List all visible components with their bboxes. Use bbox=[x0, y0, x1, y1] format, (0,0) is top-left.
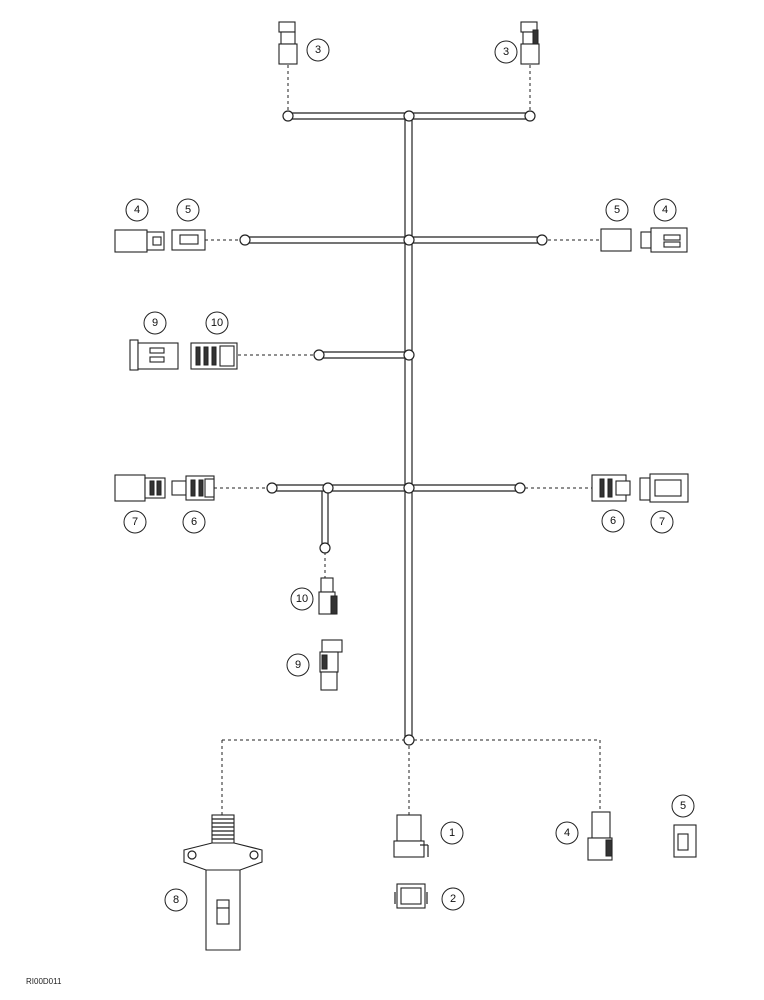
junction-node bbox=[319, 542, 331, 554]
connector-7-left bbox=[114, 474, 166, 502]
junction-node bbox=[313, 349, 325, 361]
junction-node bbox=[322, 482, 334, 494]
connector-7-right bbox=[639, 473, 689, 503]
harness-trunk bbox=[404, 117, 413, 740]
junction-node bbox=[403, 734, 415, 746]
second-branch bbox=[205, 234, 601, 246]
svg-text:10: 10 bbox=[296, 593, 308, 605]
svg-text:9: 9 bbox=[152, 317, 158, 329]
connector-4-bottom bbox=[587, 811, 613, 861]
connector-5-bottom bbox=[673, 824, 697, 858]
connector-10-mid bbox=[318, 577, 338, 615]
connector-8-plug bbox=[183, 814, 263, 951]
junction-node bbox=[403, 110, 415, 122]
third-branch bbox=[238, 349, 415, 361]
svg-text:2: 2 bbox=[450, 893, 456, 905]
callout-5-left: 5 bbox=[176, 198, 200, 222]
svg-text:5: 5 bbox=[680, 800, 686, 812]
connector-5-left bbox=[171, 229, 206, 251]
junction-node bbox=[282, 110, 294, 122]
connector-6-right bbox=[591, 474, 631, 502]
callout-6-right: 6 bbox=[601, 509, 625, 533]
connector-9-top bbox=[129, 339, 179, 371]
svg-text:10: 10 bbox=[211, 317, 223, 329]
svg-text:5: 5 bbox=[185, 204, 191, 216]
svg-text:4: 4 bbox=[662, 204, 668, 216]
top-branch bbox=[282, 65, 536, 122]
svg-text:5: 5 bbox=[614, 204, 620, 216]
connector-4-left bbox=[114, 229, 165, 253]
callout-2: 2 bbox=[441, 887, 465, 911]
connector-5-right bbox=[600, 228, 632, 252]
callout-4-left: 4 bbox=[125, 198, 149, 222]
svg-text:7: 7 bbox=[132, 516, 138, 528]
callout-10-mid: 10 bbox=[290, 587, 314, 611]
callout-10-top: 10 bbox=[205, 311, 229, 335]
connector-1 bbox=[393, 814, 429, 858]
connector-3-left bbox=[278, 21, 298, 65]
svg-text:7: 7 bbox=[659, 516, 665, 528]
callout-7-left: 7 bbox=[123, 510, 147, 534]
junction-node bbox=[239, 234, 251, 246]
svg-text:1: 1 bbox=[449, 827, 455, 839]
callout-8: 8 bbox=[164, 888, 188, 912]
junction-node bbox=[403, 349, 415, 361]
connector-4-right bbox=[640, 227, 688, 253]
svg-text:9: 9 bbox=[295, 659, 301, 671]
junction-node bbox=[524, 110, 536, 122]
connector-9-mid bbox=[319, 639, 343, 691]
callout-3-right: 3 bbox=[494, 40, 518, 64]
callout-1: 1 bbox=[440, 821, 464, 845]
svg-text:4: 4 bbox=[134, 204, 140, 216]
callout-9-top: 9 bbox=[143, 311, 167, 335]
junction-node bbox=[403, 234, 415, 246]
callout-5-bottom: 5 bbox=[671, 794, 695, 818]
junction-node bbox=[536, 234, 548, 246]
svg-text:4: 4 bbox=[564, 827, 570, 839]
svg-text:6: 6 bbox=[610, 515, 616, 527]
junction-node bbox=[266, 482, 278, 494]
svg-text:3: 3 bbox=[315, 44, 321, 56]
callout-9-mid: 9 bbox=[286, 653, 310, 677]
connector-3-right bbox=[520, 21, 540, 65]
figure-reference: RI00D011 bbox=[26, 977, 62, 986]
callout-4-bottom: 4 bbox=[555, 821, 579, 845]
svg-text:3: 3 bbox=[503, 46, 509, 58]
callout-4-right: 4 bbox=[653, 198, 677, 222]
bottom-branch bbox=[221, 734, 601, 815]
svg-text:6: 6 bbox=[191, 516, 197, 528]
callout-5-right: 5 bbox=[605, 198, 629, 222]
callout-3-left: 3 bbox=[306, 38, 330, 62]
junction-node bbox=[514, 482, 526, 494]
fourth-branch bbox=[214, 482, 592, 578]
svg-text:8: 8 bbox=[173, 894, 179, 906]
callout-6-left: 6 bbox=[182, 510, 206, 534]
callout-7-right: 7 bbox=[650, 510, 674, 534]
junction-node bbox=[403, 482, 415, 494]
connector-6-left bbox=[171, 475, 215, 501]
connector-2 bbox=[394, 883, 428, 909]
connector-10-top bbox=[190, 342, 238, 370]
